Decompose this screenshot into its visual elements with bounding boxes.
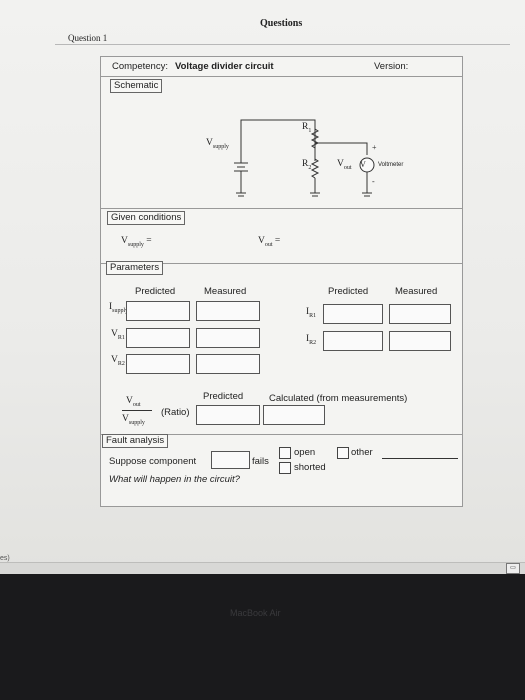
open-checkbox[interactable] bbox=[279, 447, 291, 459]
label-ir1: IR1 bbox=[306, 307, 317, 319]
other-checkbox[interactable] bbox=[337, 447, 349, 459]
given-vsupply: Vsupply = bbox=[121, 236, 152, 248]
voltmeter-label: Voltmeter bbox=[378, 162, 404, 168]
shorted-checkbox[interactable] bbox=[279, 462, 291, 474]
schematic-section: Schematic bbox=[101, 77, 462, 209]
question-label: Question 1 bbox=[68, 33, 108, 43]
top-wire bbox=[240, 119, 316, 157]
plus-sign: + bbox=[372, 143, 377, 152]
component-input[interactable] bbox=[211, 451, 250, 469]
ir2-measured-input[interactable] bbox=[389, 331, 451, 351]
meter-symbol-text: V bbox=[360, 160, 366, 169]
competency-row: Competency: Voltage divider circuit Vers… bbox=[101, 57, 462, 77]
vsupply-label: Vsupply bbox=[206, 138, 229, 150]
meter-wire bbox=[315, 142, 368, 155]
competency-value: Voltage divider circuit bbox=[175, 61, 274, 72]
vr2-predicted-input[interactable] bbox=[126, 354, 190, 374]
col-predicted-right: Predicted bbox=[328, 286, 369, 297]
brand-label: MacBook Air bbox=[230, 608, 281, 618]
question-divider bbox=[55, 44, 510, 45]
ratio-predicted-input[interactable] bbox=[196, 405, 260, 425]
r1-resistor bbox=[310, 128, 320, 149]
fails-text: fails bbox=[252, 456, 269, 467]
vr1-measured-input[interactable] bbox=[196, 328, 260, 348]
vr2-measured-input[interactable] bbox=[196, 354, 260, 374]
label-vr1: VR1 bbox=[111, 329, 125, 341]
schematic-diagram bbox=[234, 119, 375, 197]
ratio-label: (Ratio) bbox=[161, 407, 190, 418]
ratio-col-predicted: Predicted bbox=[203, 391, 244, 402]
fault-tag: Fault analysis bbox=[102, 434, 169, 448]
isupply-measured-input[interactable] bbox=[196, 301, 260, 321]
page-title: Questions bbox=[260, 18, 303, 29]
col-measured-left: Measured bbox=[204, 286, 247, 297]
laptop-bezel bbox=[0, 574, 525, 700]
given-section: Given conditions Vsupply = Vout = bbox=[101, 209, 462, 264]
r1-label: R1 bbox=[302, 122, 312, 134]
fraction-bar bbox=[122, 410, 152, 411]
ratio-denominator: Vsupply bbox=[122, 414, 145, 426]
ratio-numerator: Vout bbox=[126, 396, 141, 408]
other-label: other bbox=[351, 447, 373, 458]
browser-viewport: Questions Question 1 Competency: Voltage… bbox=[0, 0, 525, 574]
other-line[interactable] bbox=[382, 458, 458, 459]
ratio-calculated-input[interactable] bbox=[263, 405, 325, 425]
parameters-section: Parameters Predicted Measured Predicted … bbox=[101, 261, 462, 506]
status-bar bbox=[0, 562, 525, 575]
label-vr2: VR2 bbox=[111, 355, 125, 367]
window-button-icon[interactable]: ▭ bbox=[506, 563, 520, 574]
label-isupply: Isupply bbox=[109, 302, 129, 314]
ir2-predicted-input[interactable] bbox=[323, 331, 383, 351]
col-measured-right: Measured bbox=[395, 286, 438, 297]
schematic-tag: Schematic bbox=[110, 79, 163, 93]
minus-sign: - bbox=[372, 177, 375, 186]
edge-text: es) bbox=[0, 555, 10, 562]
r2-resistor bbox=[310, 158, 320, 179]
vr1-predicted-input[interactable] bbox=[126, 328, 190, 348]
fault-divider bbox=[101, 434, 462, 435]
suppose-text: Suppose component bbox=[109, 456, 197, 467]
given-tag: Given conditions bbox=[107, 211, 186, 225]
open-label: open bbox=[294, 447, 316, 458]
ratio-col-calculated: Calculated (from measurements) bbox=[269, 393, 408, 404]
version-label: Version: bbox=[374, 61, 409, 72]
ir1-predicted-input[interactable] bbox=[323, 304, 383, 324]
given-vout: Vout = bbox=[258, 236, 281, 248]
isupply-predicted-input[interactable] bbox=[126, 301, 190, 321]
worksheet-frame: Competency: Voltage divider circuit Vers… bbox=[100, 56, 463, 507]
label-ir2: IR2 bbox=[306, 334, 317, 346]
competency-label: Competency: bbox=[112, 61, 168, 72]
shorted-label: shorted bbox=[294, 462, 326, 473]
col-predicted-left: Predicted bbox=[135, 286, 176, 297]
r2-label: R2 bbox=[302, 159, 312, 171]
ir1-measured-input[interactable] bbox=[389, 304, 451, 324]
parameters-tag: Parameters bbox=[106, 261, 164, 275]
vout-label: Vout bbox=[337, 159, 352, 171]
fault-question: What will happen in the circuit? bbox=[109, 474, 240, 485]
